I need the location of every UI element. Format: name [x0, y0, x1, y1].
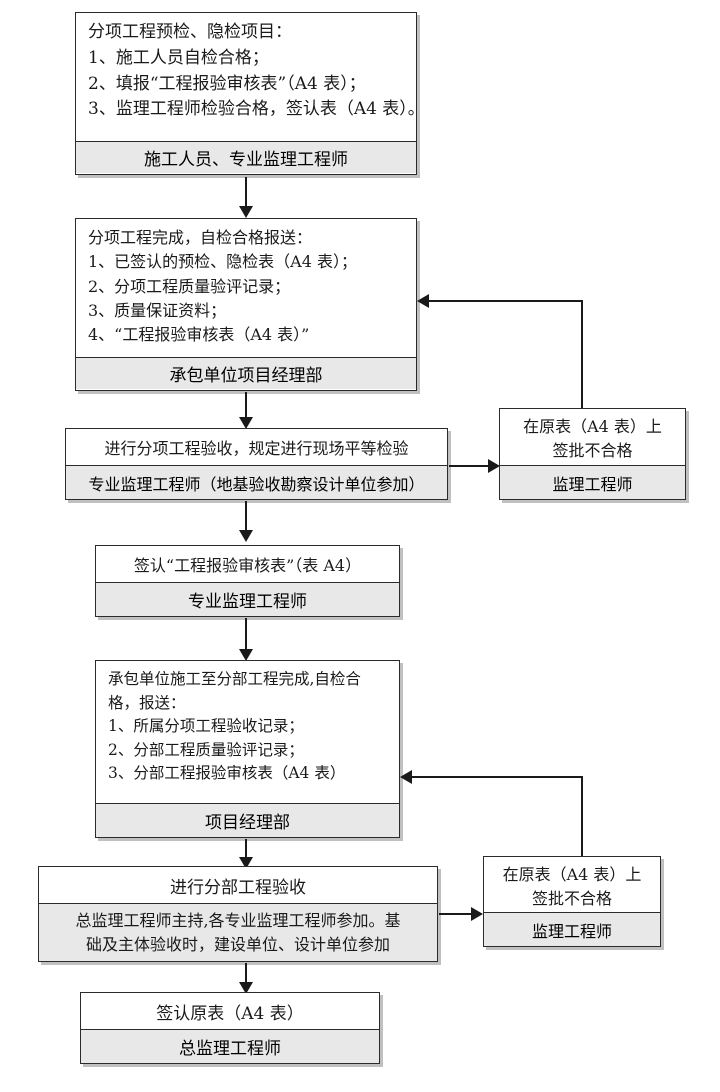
node-7-body: 进行分部工程验收: [39, 867, 437, 903]
node-3-line-1: 进行分项工程验收，规定进行现场平等检验: [104, 439, 409, 458]
node-subitem-pre-inspection[interactable]: 分项工程预检、隐检项目： 1、施工人员自检合格； 2、填报“工程报验审核表”（A…: [75, 12, 425, 175]
connector-n4-n2-horizontal: [429, 300, 582, 303]
node-reject-stamp-upper[interactable]: 在原表（A4 表）上 签批不合格 监理工程师: [499, 408, 686, 500]
connector-n6-n7-line: [245, 839, 248, 863]
connector-n1-n2-arrowhead: [238, 206, 253, 218]
node-1-role: 施工人员、专业监理工程师: [76, 141, 416, 173]
node-4-body: 在原表（A4 表）上 签批不合格: [500, 409, 685, 465]
node-8-line-1: 在原表（A4 表）上: [502, 864, 642, 884]
node-8-role: 监理工程师: [484, 912, 660, 946]
node-1-body: 分项工程预检、隐检项目： 1、施工人员自检合格； 2、填报“工程报验审核表”（A…: [76, 13, 425, 141]
node-7-role-line-1: 总监理工程师主持,各专业监理工程师参加。基: [75, 911, 401, 931]
node-5-line-1: 签认“工程报验审核表”（表 A4）: [133, 556, 362, 575]
node-1-line-2: 1、施工人员自检合格；: [88, 47, 269, 68]
node-6-line-3: 1、所属分项工程验收记录；: [108, 717, 304, 736]
connector-n7-n8-arrowhead: [471, 906, 483, 921]
node-6-line-4: 2、分部工程质量验评记录；: [108, 740, 304, 759]
connector-n3-n4-arrowhead: [488, 458, 500, 473]
node-subitem-completed-report[interactable]: 分项工程完成，自检合格报送： 1、已签认的预检、隐检表（A4 表）； 2、分项工…: [75, 218, 417, 391]
node-6-line-5: 3、分部工程报验审核表（A4 表）: [108, 764, 346, 783]
node-2-role: 承包单位项目经理部: [76, 357, 416, 389]
connector-n3-n5-line: [245, 501, 248, 534]
node-6-line-2: 格，报送：: [108, 693, 186, 712]
node-1-line-3: 2、填报“工程报验审核表”（A4 表）；: [88, 73, 366, 94]
connector-n7-n8-line: [439, 913, 474, 916]
node-5-role: 专业监理工程师: [96, 582, 399, 616]
node-7-line-1: 进行分部工程验收: [170, 877, 306, 898]
connector-n2-n3-line: [245, 392, 248, 421]
node-1-line-4: 3、监理工程师检验合格，签认表（A4 表）。: [88, 99, 425, 120]
node-3-role: 专业监理工程师（地基验收勘察设计单位参加）: [66, 465, 447, 499]
node-9-body: 签认原表（A4 表）: [81, 993, 379, 1029]
node-subitem-acceptance[interactable]: 进行分项工程验收，规定进行现场平等检验 专业监理工程师（地基验收勘察设计单位参加…: [65, 428, 448, 500]
connector-n4-n2-arrowhead: [417, 293, 429, 308]
node-section-acceptance[interactable]: 进行分部工程验收 总监理工程师主持,各专业监理工程师参加。基 础及主体验收时，建…: [38, 866, 438, 962]
node-6-line-1: 承包单位施工至分部工程完成,自检合: [108, 670, 361, 688]
node-9-role: 总监理工程师: [81, 1029, 379, 1063]
node-sign-report-form[interactable]: 签认“工程报验审核表”（表 A4） 专业监理工程师: [95, 545, 400, 617]
node-sign-original-form[interactable]: 签认原表（A4 表） 总监理工程师: [80, 992, 380, 1064]
connector-n4-n2-vertical: [581, 300, 584, 408]
connector-n1-n2-line: [245, 177, 248, 210]
connector-n3-n4-line: [449, 465, 491, 468]
node-2-line-2: 1、已签认的预检、隐检表（A4 表）；: [88, 252, 358, 272]
connector-n7-n9-arrowhead: [238, 982, 253, 994]
node-2-line-3: 2、分项工程质量验评记录；: [88, 276, 291, 296]
connector-n8-n6-vertical: [581, 776, 584, 858]
node-2-line-5: 4、“工程报验审核表（A4 表）”: [88, 325, 310, 345]
connector-n5-n6-line: [245, 618, 248, 653]
node-4-line-1: 在原表（A4 表）上: [523, 417, 662, 436]
node-7-role: 总监理工程师主持,各专业监理工程师参加。基 础及主体验收时，建设单位、设计单位参…: [39, 903, 437, 961]
connector-n3-n5-arrowhead: [238, 530, 253, 542]
connector-n8-n6-horizontal: [412, 776, 583, 779]
node-8-line-2: 签批不合格: [531, 888, 612, 908]
node-1-line-1: 分项工程预检、隐检项目：: [88, 22, 292, 42]
node-2-line-4: 3、质量保证资料；: [88, 300, 227, 320]
node-3-body: 进行分项工程验收，规定进行现场平等检验: [66, 429, 447, 465]
connector-n7-n9-line: [245, 963, 248, 988]
node-4-line-2: 签批不合格: [552, 441, 633, 460]
node-9-line-1: 签认原表（A4 表）: [156, 1003, 304, 1024]
node-5-body: 签认“工程报验审核表”（表 A4）: [96, 546, 399, 582]
connector-n8-n6-arrowhead: [400, 769, 412, 784]
node-7-role-line-2: 础及主体验收时，建设单位、设计单位参加: [85, 934, 390, 954]
node-6-body: 承包单位施工至分部工程完成,自检合 格，报送： 1、所属分项工程验收记录； 2、…: [96, 661, 399, 803]
node-section-completed-report[interactable]: 承包单位施工至分部工程完成,自检合 格，报送： 1、所属分项工程验收记录； 2、…: [95, 660, 400, 838]
node-2-line-1: 分项工程完成，自检合格报送：: [88, 228, 313, 247]
node-2-body: 分项工程完成，自检合格报送： 1、已签认的预检、隐检表（A4 表）； 2、分项工…: [76, 219, 416, 357]
node-4-role: 监理工程师: [500, 465, 685, 499]
node-8-body: 在原表（A4 表）上 签批不合格: [484, 857, 660, 912]
connector-n2-n3-arrowhead: [238, 417, 253, 429]
connector-n5-n6-arrowhead: [238, 649, 253, 661]
node-reject-stamp-lower[interactable]: 在原表（A4 表）上 签批不合格 监理工程师: [483, 856, 661, 947]
node-6-role: 项目经理部: [96, 803, 399, 837]
